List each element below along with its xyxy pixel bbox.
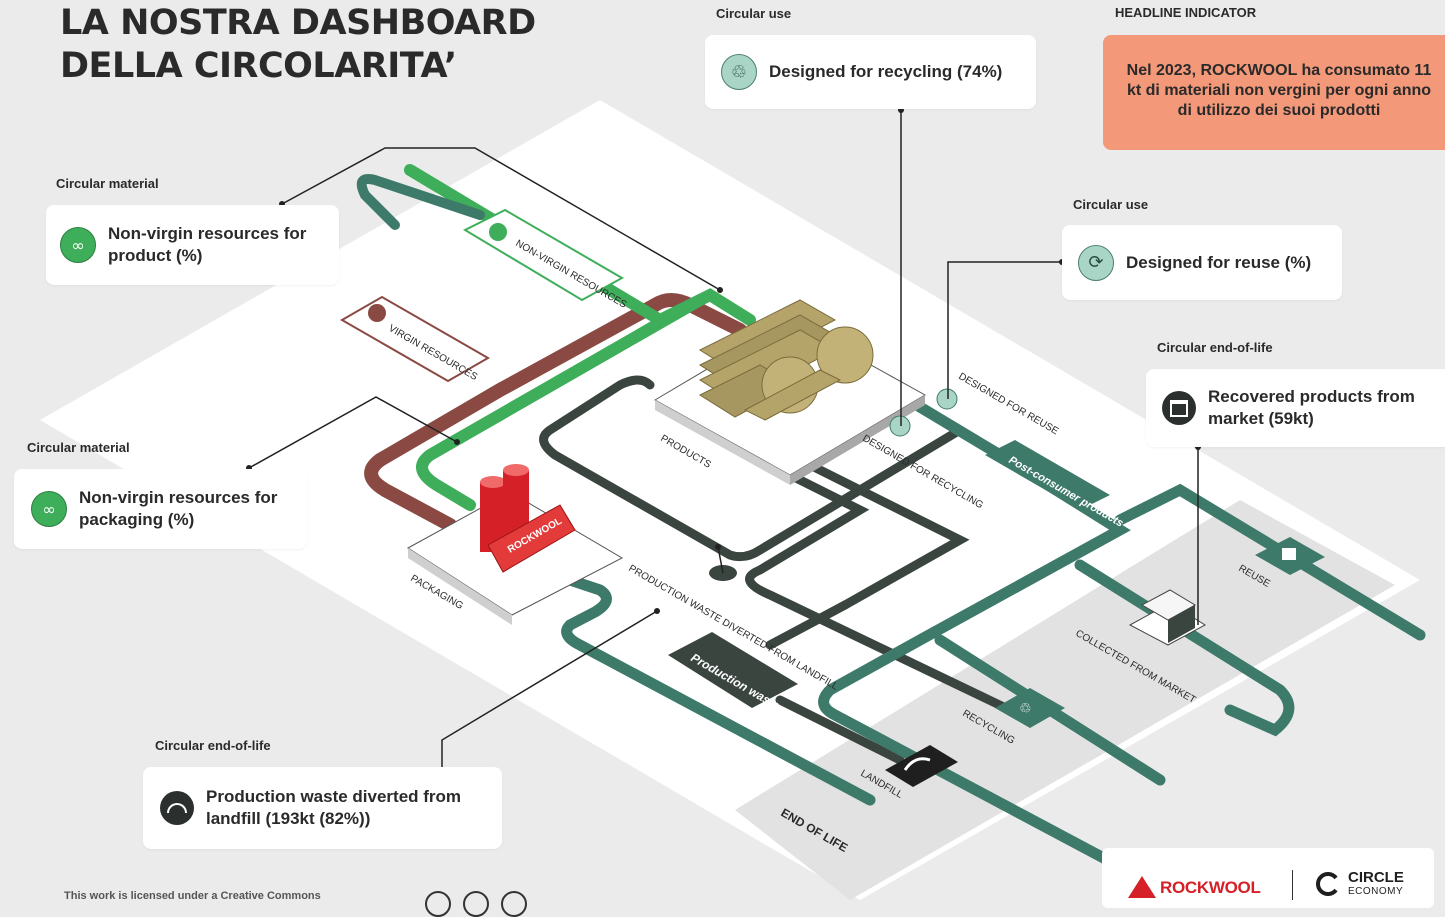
headline-indicator-box: Nel 2023, ROCKWOOL ha consumato 11 kt di…	[1103, 35, 1445, 150]
products-stack	[698, 299, 874, 421]
cc-by-icon[interactable]	[463, 891, 489, 917]
infinity-icon: ∞	[60, 227, 96, 263]
connector-reuse	[947, 261, 1062, 399]
packaging-rolls	[480, 464, 576, 573]
reuse-cycle-icon: ⟳	[1078, 244, 1114, 281]
flow-to-landfill	[775, 695, 905, 765]
indicator-card-nonvirgin-product[interactable]: ∞ Non-virgin resources for product (%)	[46, 205, 339, 285]
indicator-label-designed-for-recycling: Designed for recycling (74%)	[769, 62, 1003, 81]
flow-packaging-out	[561, 574, 876, 806]
indicator-card-designed-for-reuse[interactable]: ⟳ Designed for reuse (%)	[1062, 225, 1342, 300]
page-title: LA NOSTRA DASHBOARD DELLA CIRCOLARITA’	[60, 2, 536, 88]
infinity-icon: ∞	[31, 491, 67, 527]
indicator-card-designed-for-recycling[interactable]: ♲ Designed for recycling (74%)	[705, 35, 1036, 109]
license-text: This work is licensed under a Creative C…	[64, 890, 321, 902]
page-title-line-2: DELLA CIRCOLARITA’	[60, 46, 457, 86]
reuse-badge	[1255, 537, 1325, 575]
flow-waste-down	[745, 455, 1015, 715]
recycling-marker	[889, 415, 911, 437]
end-of-life-zone	[735, 500, 1395, 900]
indicator-card-recovered-products[interactable]: Recovered products from market (59kt)	[1146, 369, 1445, 447]
recycle-icon: ♲	[721, 54, 757, 90]
reuse-marker	[936, 388, 958, 410]
logo-divider	[1292, 870, 1293, 900]
category-circular-use-2: Circular use	[1073, 197, 1149, 212]
category-circular-material-2: Circular material	[27, 440, 130, 455]
flow-nonvirgin-to-packaging	[416, 294, 706, 511]
rockwool-logo-icon	[1128, 876, 1156, 898]
circle-economy-logo-icon	[1316, 872, 1338, 896]
indicator-label-designed-for-reuse: Designed for reuse (%)	[1126, 252, 1312, 272]
indicator-label-recovered-products: Recovered products from market (59kt)	[1208, 387, 1415, 428]
flow-reuse-branch	[1114, 483, 1426, 641]
circle-economy-logo: CIRCLE	[1348, 869, 1404, 886]
category-circular-use-1: Circular use	[716, 6, 792, 21]
circle-economy-logo-sub: ECONOMY	[1348, 886, 1404, 897]
connector-marker-waste	[717, 546, 724, 574]
rockwool-logo: ROCKWOOL	[1160, 878, 1261, 897]
packaging-platform: ROCKWOOL	[407, 464, 624, 625]
cc-sa-icon[interactable]	[501, 891, 527, 917]
recycling-badge: ♲	[995, 688, 1065, 728]
indicator-label-nonvirgin-product: Non-virgin resources for product (%)	[108, 224, 307, 265]
svg-text:♲: ♲	[1019, 701, 1032, 717]
landfill-icon	[885, 745, 958, 787]
flow-virgin-down	[364, 298, 662, 532]
production-waste-box	[668, 632, 798, 708]
landfill-icon	[160, 791, 194, 825]
flow-loop-top	[356, 174, 485, 230]
headline-text-pre: Nel 2023, ROCKWOOL ha consumato	[1126, 62, 1410, 79]
indicator-label-production-waste-diverted: Production waste diverted from landfill …	[206, 787, 462, 828]
indicator-card-production-waste-diverted[interactable]: Production waste diverted from landfill …	[143, 767, 502, 849]
flow-post-consumer	[818, 389, 1151, 886]
store-icon	[1162, 391, 1196, 425]
indicator-card-nonvirgin-packaging[interactable]: ∞ Non-virgin resources for packaging (%)	[14, 469, 307, 549]
indicator-label-nonvirgin-packaging: Non-virgin resources for packaging (%)	[79, 488, 278, 529]
category-circular-material-1: Circular material	[56, 176, 159, 191]
flow-collected	[1074, 559, 1295, 737]
non-virgin-resources-box	[462, 208, 625, 302]
headline-text-bold: 11 kt	[1126, 62, 1432, 99]
virgin-resources-box	[339, 295, 491, 383]
flow-waste-loop-2	[785, 450, 970, 610]
headline-text-post: di materiali non vergini per ogni anno d…	[1145, 82, 1432, 119]
category-circular-end-of-life-2: Circular end-of-life	[155, 738, 271, 753]
post-consumer-box	[985, 440, 1110, 510]
connector-nonvirgin-packaging	[248, 396, 458, 469]
flow-to-production-waste	[765, 600, 850, 650]
flow-waste-loop-1	[539, 375, 965, 562]
category-circular-end-of-life-1: Circular end-of-life	[1157, 340, 1273, 355]
connector-nonvirgin-product	[281, 147, 721, 291]
store-building	[1128, 589, 1206, 646]
products-platform	[653, 299, 927, 485]
connector-waste-diverted	[441, 610, 658, 767]
headline-indicator-label: HEADLINE INDICATOR	[1115, 5, 1257, 20]
cc-icon[interactable]	[425, 891, 451, 917]
page-title-line-1: LA NOSTRA DASHBOARD	[60, 3, 536, 43]
logo-box: ROCKWOOL CIRCLE ECONOMY	[1102, 848, 1434, 908]
